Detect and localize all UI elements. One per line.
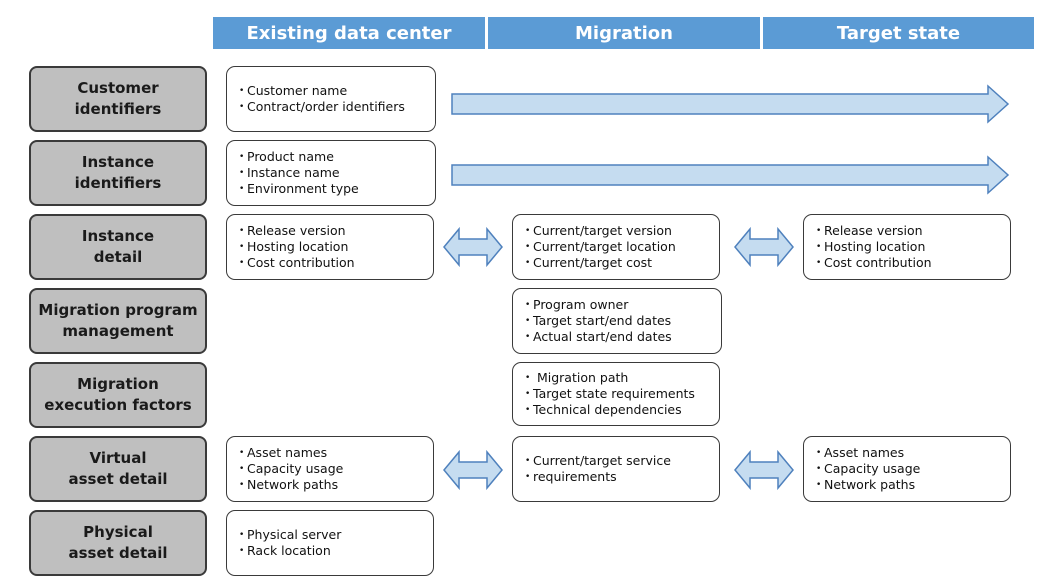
- box-virtual-asset-existing: Asset namesCapacity usageNetwork paths: [226, 436, 434, 502]
- bullet-item: Current/target version: [525, 223, 707, 239]
- double-arrow-virtual-asset-right: [734, 449, 794, 491]
- bullet-item: Current/target service: [525, 453, 707, 469]
- bullet-item: Target start/end dates: [525, 313, 709, 329]
- box-instance-detail-migration: Current/target versionCurrent/target loc…: [512, 214, 720, 280]
- box-customer-existing: Customer nameContract/order identifiers: [226, 66, 436, 132]
- bullet-item: Migration path: [525, 370, 707, 386]
- bullet-item: requirements: [525, 469, 707, 485]
- bullet-item: Release version: [239, 223, 421, 239]
- bullet-item: Technical dependencies: [525, 402, 707, 418]
- double-arrow-instance-detail-left: [443, 226, 503, 268]
- bullet-item: Actual start/end dates: [525, 329, 709, 345]
- header-existing-data-center: Existing data center: [213, 17, 485, 49]
- bullet-item: Instance name: [239, 165, 423, 181]
- right-arrow-customer-identifiers: [451, 84, 1010, 124]
- box-instance-detail-target: Release versionHosting locationCost cont…: [803, 214, 1011, 280]
- bullet-item: Physical server: [239, 527, 421, 543]
- bullet-item: Capacity usage: [816, 461, 998, 477]
- box-instance-identifiers-existing: Product nameInstance nameEnvironment typ…: [226, 140, 436, 206]
- header-target-state: Target state: [763, 17, 1034, 49]
- bullet-item: Current/target cost: [525, 255, 707, 271]
- bullet-item: Cost contribution: [239, 255, 421, 271]
- double-arrow-instance-detail-right: [734, 226, 794, 268]
- bullet-item: Hosting location: [239, 239, 421, 255]
- row-label-customer-identifiers: Customer identifiers: [29, 66, 207, 132]
- bullet-item: Asset names: [239, 445, 421, 461]
- bullet-item: Customer name: [239, 83, 423, 99]
- bullet-item: Asset names: [816, 445, 998, 461]
- bullet-item: Contract/order identifiers: [239, 99, 423, 115]
- row-label-physical-asset-detail: Physical asset detail: [29, 510, 207, 576]
- bullet-item: Release version: [816, 223, 998, 239]
- bullet-item: Network paths: [239, 477, 421, 493]
- row-label-migration-execution-factors: Migration execution factors: [29, 362, 207, 428]
- bullet-item: Product name: [239, 149, 423, 165]
- box-virtual-asset-migration: Current/target servicerequirements: [512, 436, 720, 502]
- bullet-item: Target state requirements: [525, 386, 707, 402]
- bullet-item: Cost contribution: [816, 255, 998, 271]
- row-label-instance-detail: Instance detail: [29, 214, 207, 280]
- header-migration: Migration: [488, 17, 760, 49]
- box-instance-detail-existing: Release versionHosting locationCost cont…: [226, 214, 434, 280]
- bullet-item: Network paths: [816, 477, 998, 493]
- right-arrow-instance-identifiers: [451, 155, 1010, 195]
- box-execution-factors-migration: Migration pathTarget state requirementsT…: [512, 362, 720, 426]
- bullet-item: Hosting location: [816, 239, 998, 255]
- bullet-item: Current/target location: [525, 239, 707, 255]
- box-program-management-migration: Program ownerTarget start/end datesActua…: [512, 288, 722, 354]
- row-label-instance-identifiers: Instance identifiers: [29, 140, 207, 206]
- bullet-item: Rack location: [239, 543, 421, 559]
- row-label-migration-program-management: Migration program management: [29, 288, 207, 354]
- box-virtual-asset-target: Asset namesCapacity usageNetwork paths: [803, 436, 1011, 502]
- box-physical-asset-existing: Physical serverRack location: [226, 510, 434, 576]
- bullet-item: Program owner: [525, 297, 709, 313]
- row-label-virtual-asset-detail: Virtual asset detail: [29, 436, 207, 502]
- bullet-item: Environment type: [239, 181, 423, 197]
- double-arrow-virtual-asset-left: [443, 449, 503, 491]
- bullet-item: Capacity usage: [239, 461, 421, 477]
